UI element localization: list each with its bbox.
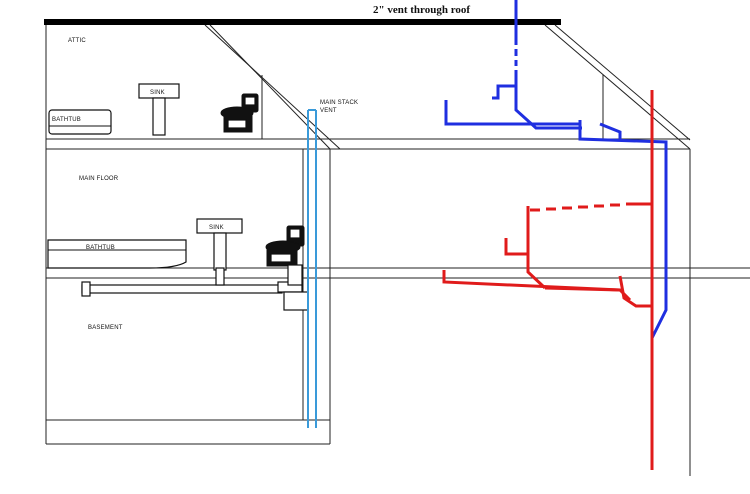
label-basement: BASEMENT: [88, 325, 123, 331]
label-attic: ATTIC: [68, 38, 86, 44]
upper-sink: SINK: [138, 83, 180, 136]
basement-drain-piping: [81, 264, 309, 311]
svg-text:SINK: SINK: [209, 225, 224, 231]
main-floor-bathtub: BATHTUB: [47, 239, 187, 269]
upper-bathtub: BATHTUB: [48, 109, 112, 135]
main-floor-toilet: [265, 225, 305, 267]
red-drain-vent-piping: [442, 90, 654, 470]
main-stack-vent: [307, 109, 317, 428]
main-floor-sink: SINK: [196, 218, 243, 271]
roof-line: [44, 19, 561, 25]
upper-toilet: [220, 93, 259, 133]
house-structure: [45, 24, 750, 476]
label-main-stack-line2: VENT: [320, 108, 337, 114]
svg-text:BATHTUB: BATHTUB: [52, 117, 81, 123]
svg-text:BATHTUB: BATHTUB: [86, 245, 115, 251]
label-main-stack-line1: MAIN STACK: [320, 100, 358, 106]
roof-vent-title: 2" vent through roof: [373, 4, 470, 16]
blue-vent-piping: [444, 0, 668, 339]
label-main-floor: MAIN FLOOR: [79, 176, 119, 182]
svg-text:SINK: SINK: [150, 90, 165, 96]
